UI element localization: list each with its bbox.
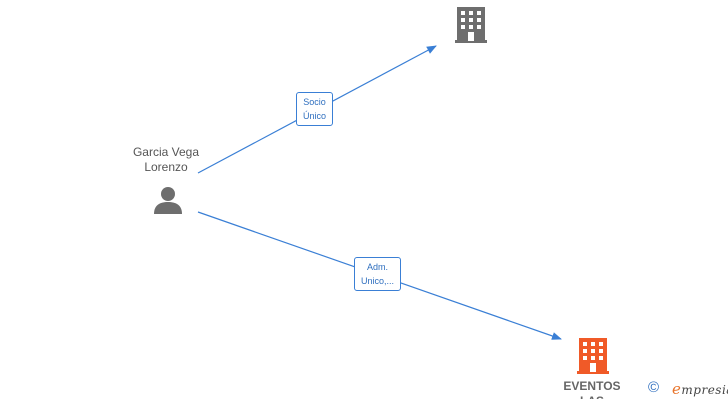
edge-label-adm-unico: Adm. Unico,... <box>354 257 402 291</box>
copyright-icon: © <box>648 379 660 396</box>
building-icon[interactable] <box>577 338 609 374</box>
person-name: Garcia Vega Lorenzo <box>132 145 200 174</box>
company-name-top <box>431 47 511 67</box>
company-name-eventos[interactable]: EVENTOS LAS <box>563 379 621 399</box>
empresia-logo: empresia <box>672 380 728 398</box>
building-icon[interactable] <box>455 7 487 43</box>
edge-label-socio-unico: Socio Único <box>296 92 334 126</box>
person-icon[interactable] <box>153 185 183 215</box>
